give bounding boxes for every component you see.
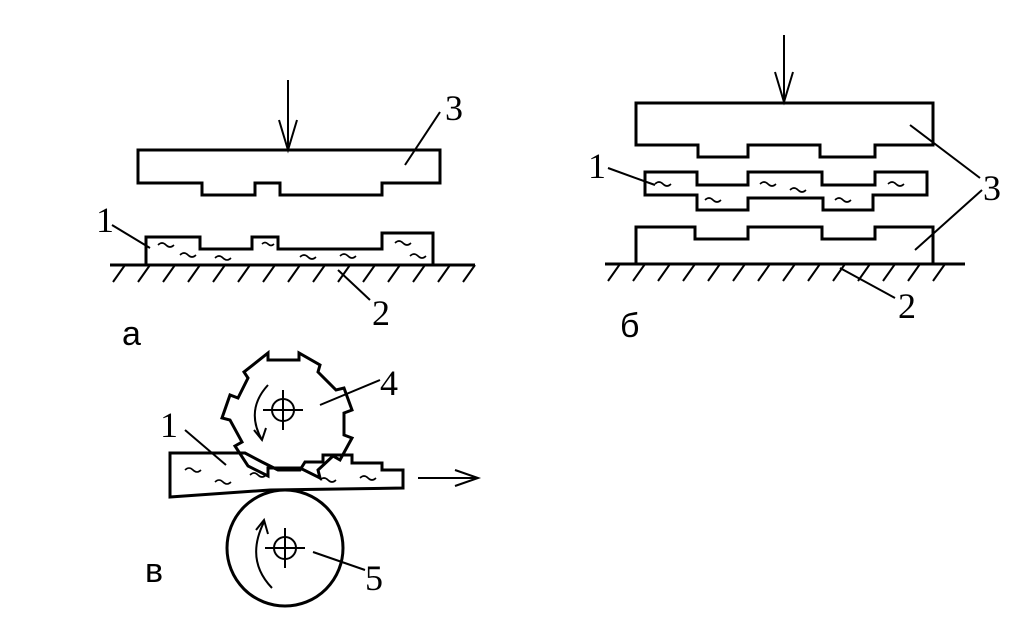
feed-direction-arrow-icon [418, 469, 482, 487]
ground-hatch-icon [110, 263, 476, 283]
die-bottom [634, 225, 935, 264]
label-die-b: 3 [983, 168, 1001, 208]
caption-a: а [122, 315, 141, 353]
panel-a: 1 3 2 а [96, 80, 476, 353]
roll-bottom [225, 488, 345, 608]
die-top [634, 101, 935, 159]
blank [168, 451, 405, 499]
die-top [136, 148, 442, 197]
roll-top [220, 349, 355, 481]
blank [643, 170, 929, 212]
roll-center-mark-icon [265, 528, 305, 568]
press-arrow-icon [774, 35, 794, 106]
label-blank-b: 1 [588, 146, 606, 186]
label-roll-bottom: 5 [365, 558, 383, 598]
blank [144, 231, 435, 264]
panel-v: 1 4 5 в [145, 349, 482, 608]
rotation-arrow-icon [253, 384, 269, 443]
press-arrow-icon [278, 80, 298, 154]
label-blank-a: 1 [96, 200, 114, 240]
ground-hatch-icon [605, 262, 965, 282]
panel-b: 1 3 2 б [588, 35, 1001, 345]
label-base-a: 2 [372, 293, 390, 333]
label-die-a: 3 [445, 88, 463, 128]
rotation-arrow-icon [255, 517, 273, 589]
label-base-b: 2 [898, 286, 916, 326]
blank-texture [184, 467, 377, 485]
blank-texture [654, 181, 905, 203]
roll-center-mark-icon [263, 390, 303, 430]
caption-b: б [620, 307, 639, 345]
label-roll-top: 4 [380, 363, 398, 403]
blank-texture [157, 240, 427, 261]
label-blank-v: 1 [160, 405, 178, 445]
caption-v: в [145, 552, 163, 590]
